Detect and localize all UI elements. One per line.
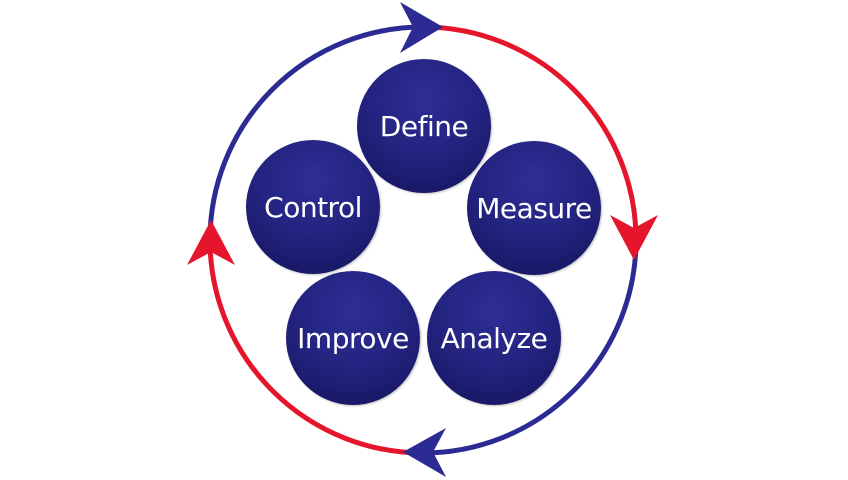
arc-control-to-define <box>207 24 424 241</box>
step-control: Control <box>246 140 380 274</box>
step-label: Define <box>379 109 469 143</box>
step-measure: Measure <box>467 141 601 275</box>
arc-define-to-measure <box>422 24 639 241</box>
step-improve: Improve <box>286 271 420 405</box>
arrow-down-icon <box>610 215 658 260</box>
step-analyze: Analyze <box>427 271 561 405</box>
step-label: Analyze <box>440 321 548 355</box>
step-define: Define <box>357 59 491 193</box>
arrow-right-icon <box>400 2 443 53</box>
step-label: Measure <box>476 191 592 225</box>
arrow-up-icon <box>187 220 235 265</box>
arc-improve-to-control <box>207 239 424 456</box>
step-label: Control <box>264 190 362 224</box>
arc-measure-to-improve <box>422 239 639 456</box>
arrow-left-icon <box>403 428 446 477</box>
step-label: Improve <box>297 321 409 355</box>
